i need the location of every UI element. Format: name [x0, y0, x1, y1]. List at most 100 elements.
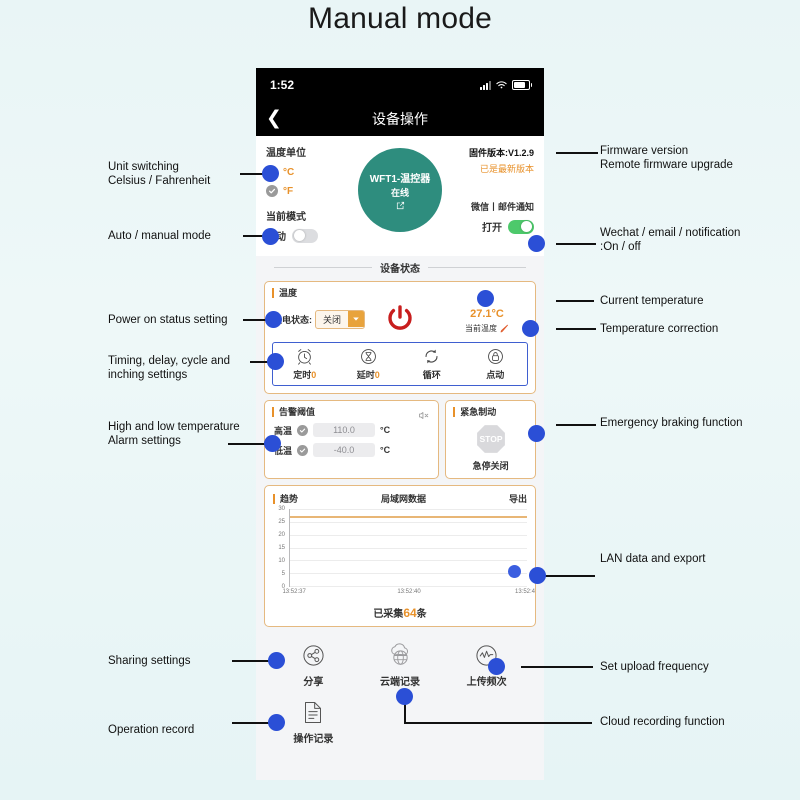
unit-option-fahrenheit[interactable]: °F: [266, 185, 534, 197]
emergency-stop-control[interactable]: STOP 急停关闭: [446, 422, 535, 472]
chart-x-tick: 13:52:40: [397, 589, 421, 595]
leader-line-cloud-record: [404, 722, 592, 724]
status-bar-time: 1:52: [270, 78, 295, 92]
annotation-cloud-recording: Cloud recording function: [600, 716, 725, 728]
function-timer[interactable]: 定时0: [273, 343, 337, 385]
leader-line-mode: [243, 235, 270, 237]
divider-line-right: [428, 267, 526, 268]
leader-line-current-temp: [556, 300, 594, 302]
chart-y-tick: 25: [278, 519, 285, 525]
action-upload-frequency-label: 上传频次: [466, 677, 507, 688]
alarm-low-label: 低温: [274, 445, 293, 456]
function-cycle-text: 循环: [422, 370, 441, 380]
function-inching[interactable]: 点动: [464, 343, 528, 385]
cycle-arrows-icon: [425, 349, 438, 364]
chart-gridline: [290, 573, 527, 575]
power-button-icon[interactable]: [385, 304, 415, 339]
alarm-high-value[interactable]: 110.0: [313, 423, 376, 437]
action-cloud-record-label: 云端记录: [380, 677, 420, 688]
alarm-low-value[interactable]: -40.0: [313, 443, 376, 457]
hourglass-icon: [360, 349, 376, 364]
alarm-threshold-card: 告警阈值 高温 110.0 °C 低温 -40.0 °C: [264, 400, 440, 479]
chevron-down-icon: [348, 311, 365, 327]
annotation-lan-data-export: LAN data and export: [600, 553, 706, 565]
current-temperature-block: 27.1°C 当前温度: [465, 304, 509, 334]
temperature-card-title: 温度: [272, 288, 535, 298]
action-upload-frequency[interactable]: 上传频次: [443, 643, 530, 688]
marker-dot-notification: [528, 235, 545, 252]
notification-toggle[interactable]: [508, 219, 534, 234]
annotation-operation-record: Operation record: [108, 724, 195, 736]
chart-y-tick: 15: [278, 545, 285, 551]
current-temperature-label: 当前温度: [465, 324, 497, 333]
temperature-card-row: 上电状态: 关闭 27.1°C 当前温度: [265, 298, 535, 342]
power-on-status-select[interactable]: 关闭: [315, 309, 366, 329]
function-delay[interactable]: 延时0: [337, 343, 401, 385]
edit-square-icon[interactable]: [396, 201, 405, 210]
alarm-clock-icon: [298, 349, 312, 365]
chart-header: 趋势 局域网数据 导出: [265, 486, 535, 507]
top-settings-area: 温度单位 °C °F 当前模式 手动 WFT1-温控器: [256, 136, 544, 256]
alarm-low-unit: °C: [380, 445, 391, 455]
leader-line-timing: [250, 361, 275, 363]
signal-bars-icon: [480, 80, 491, 90]
chart-lan-data-label[interactable]: 局域网数据: [380, 494, 426, 504]
annotation-upload-frequency: Set upload frequency: [600, 661, 709, 673]
notification-label: 微信丨邮件通知: [470, 202, 534, 212]
alarm-low-checkbox[interactable]: [297, 444, 309, 456]
phone-mockup: 1:52 ❮ 设备操作 温度单位 °C °F: [256, 68, 544, 780]
emergency-stop-label: 急停关闭: [472, 461, 509, 471]
nav-title: 设备操作: [372, 111, 428, 127]
action-cloud-record[interactable]: 云端记录: [357, 643, 444, 688]
alarm-row-high: 高温 110.0 °C: [274, 423, 438, 437]
current-temperature-value: 27.1°C: [470, 308, 504, 320]
notification-state-label: 打开: [482, 223, 502, 234]
alarm-high-checkbox[interactable]: [297, 424, 309, 436]
unit-label-fahrenheit: °F: [283, 185, 294, 197]
action-operation-record[interactable]: 操作记录: [270, 700, 357, 745]
marker-dot-temp-correction: [522, 320, 539, 337]
document-lines-icon: [305, 702, 322, 723]
function-inching-text: 点动: [486, 370, 505, 380]
device-name: WFT1-温控器: [369, 174, 431, 185]
annotation-firmware: Firmware version Remote firmware upgrade: [600, 145, 733, 171]
function-delay-label: 延时0: [357, 368, 380, 381]
chart-x-tick: 13:52:4: [514, 589, 536, 595]
chart-gridline: [290, 509, 527, 510]
wifi-icon: [496, 81, 507, 89]
alarm-high-unit: °C: [380, 425, 391, 435]
device-online-status: 在线: [390, 188, 409, 198]
firmware-update-status: 已是最新版本: [479, 164, 534, 174]
emergency-card-title: 紧急制动: [453, 407, 535, 417]
function-cycle[interactable]: 循环: [400, 343, 464, 385]
back-button-icon[interactable]: ❮: [266, 108, 282, 129]
chart-trend-label[interactable]: 趋势: [273, 493, 298, 504]
chart-series-temperature: [290, 516, 527, 518]
chart-gridline: [290, 586, 527, 587]
function-timer-label: 定时0: [293, 368, 316, 381]
chart-export-button[interactable]: 导出: [508, 494, 527, 504]
action-share[interactable]: 分享: [270, 643, 357, 688]
chart-y-tick: 5: [281, 571, 285, 577]
radio-unchecked-icon: [266, 185, 278, 197]
leader-line-upload-frequency: [521, 666, 593, 668]
bottom-action-row-1: 分享 云端记录 上传频次: [256, 643, 544, 688]
chart-grid: [289, 509, 527, 587]
leader-line-cloud-record-vertical: [404, 695, 406, 723]
emergency-brake-card: 紧急制动 STOP 急停关闭: [445, 400, 536, 479]
mode-toggle[interactable]: [292, 228, 318, 243]
collected-count-row: 已采集64条: [265, 601, 535, 622]
status-bar-icons: [480, 80, 532, 90]
annotation-emergency-braking: Emergency braking function: [600, 417, 743, 429]
power-on-status-value: 关闭: [323, 314, 342, 325]
unit-label-celsius: °C: [283, 166, 295, 178]
annotation-unit-switching: Unit switching Celsius / Fahrenheit: [108, 161, 211, 187]
firmware-block[interactable]: 固件版本:V1.2.9 已是最新版本: [469, 146, 534, 175]
divider-line-left: [274, 267, 372, 268]
device-status-circle[interactable]: WFT1-温控器 在线: [358, 148, 442, 232]
pencil-edit-icon[interactable]: [500, 324, 509, 333]
current-temperature-label-row: 当前温度: [465, 323, 509, 334]
speaker-mute-icon[interactable]: [418, 408, 430, 426]
